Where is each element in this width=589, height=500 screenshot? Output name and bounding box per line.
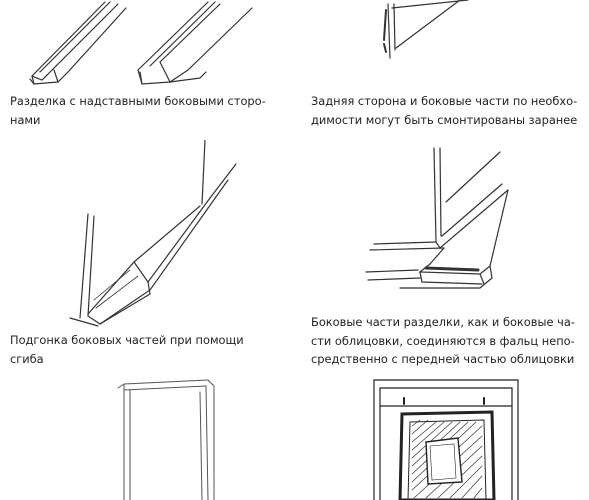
caption-1: Разделка с надставными боковыми сторо- н… — [10, 92, 266, 129]
figure-2-sketch — [370, 0, 480, 70]
caption-3-line-2: сгиба — [10, 351, 44, 366]
figure-6-sketch — [370, 376, 530, 500]
caption-4: Боковые части разделки, как и боковые ча… — [311, 313, 575, 369]
caption-3-line-1: Подгонка боковых частей при помощи — [10, 333, 244, 347]
caption-1-line-1: Разделка с надставными боковыми сторо- — [10, 94, 266, 108]
caption-1-line-2: нами — [10, 112, 41, 127]
caption-4-line-2: сти облицовки, соединяются в фальц непо- — [311, 333, 575, 348]
caption-2: Задняя сторона и боковые части по необхо… — [311, 92, 577, 129]
figure-1-sketch — [10, 0, 270, 92]
figure-4-sketch — [360, 140, 589, 300]
caption-4-line-1: Боковые части разделки, как и боковые ча… — [311, 315, 575, 329]
caption-2-line-1: Задняя сторона и боковые части по необхо… — [311, 94, 578, 108]
caption-3: Подгонка боковых частей при помощи сгиба — [10, 331, 244, 368]
figure-3-sketch — [60, 140, 250, 335]
caption-4-line-3: средственно с передней частью облицовки — [311, 352, 575, 366]
caption-2-line-2: димости могут быть смонтированы заранее — [311, 112, 578, 127]
figure-5-sketch — [110, 376, 220, 500]
